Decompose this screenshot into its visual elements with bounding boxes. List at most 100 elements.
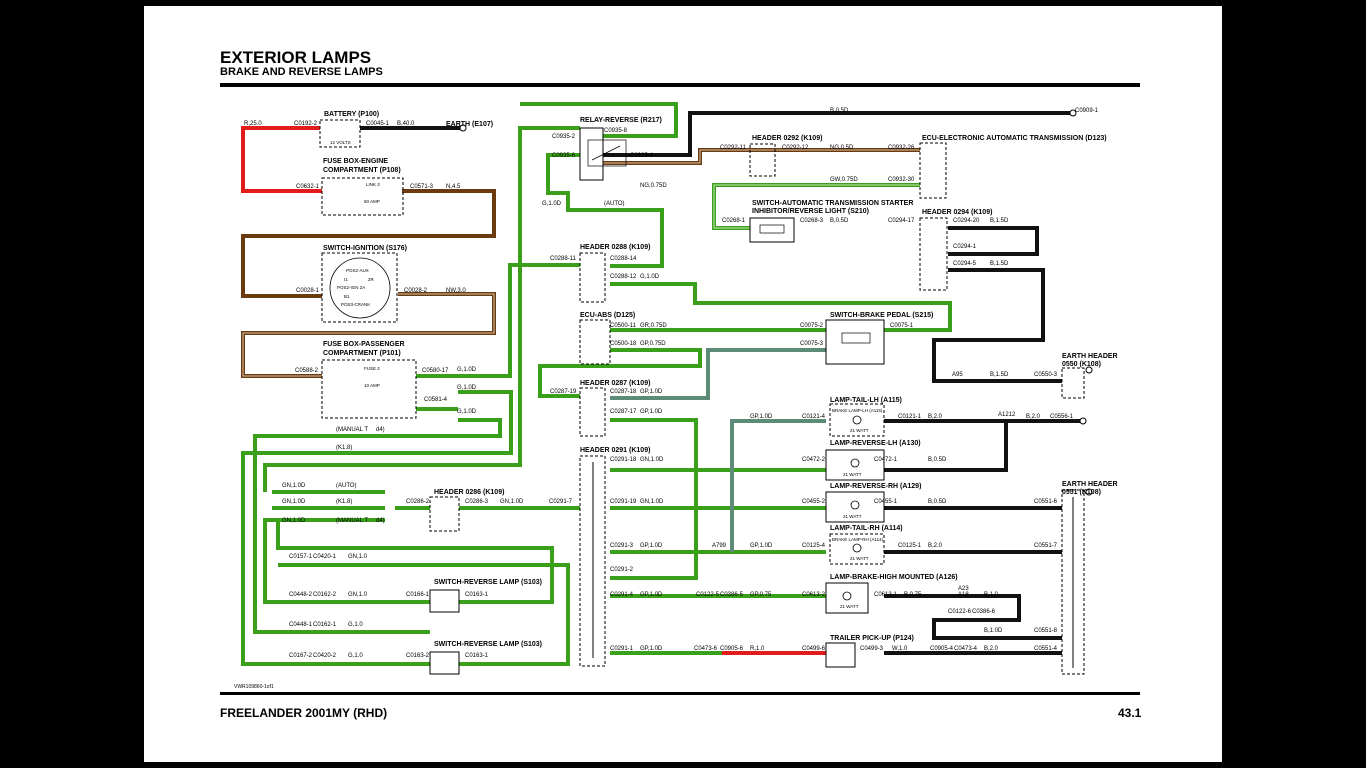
relay-coil [591,145,621,161]
page-subtitle: BRAKE AND REVERSE LAMPS [220,66,383,78]
wire-label: B,2.0 [928,543,943,549]
earth-0551-icon [1085,488,1093,496]
connector-label: C0551-6 [1034,499,1058,505]
label-earth-0550: EARTH HEADER [1062,353,1118,360]
connector-label: C0935-2 [552,134,576,140]
connector-label: C0294-17 [888,218,915,224]
connector-label: C0581-4 [424,397,448,403]
connector-label: C0448-2 [289,592,313,598]
connector-label: C0455-2 [802,499,826,505]
ecu-tcu-box [919,142,947,199]
wire-green-gw-stripe [713,184,920,229]
wire-label: GN,1.0D [282,518,306,524]
label-relay-reverse: RELAY-REVERSE (R217) [580,117,662,124]
label-fusebox-pass: FUSE BOX-PASSENGER [323,341,405,348]
connector-label: C0294-1 [953,244,977,250]
connector-label: C0028-2 [404,288,428,294]
connector-label: C0163-1 [465,653,489,659]
wire-label: GP,1.0D [750,414,773,420]
connector-label: C0588-2 [295,368,319,374]
label-switch-reverse-2: SWITCH-REVERSE LAMP (S103) [434,641,542,648]
connector-label: C0571-3 [410,184,434,190]
connector-label: C0500-11 [610,323,637,329]
inhibitor-switch-box [749,217,795,243]
wire-label: d4) [376,518,385,524]
connector-label: C0162-1 [313,622,337,628]
connector-label: C0499-3 [860,646,884,652]
wire-green-manual-b [263,518,430,604]
connector-label: C0075-3 [800,341,824,347]
wire-label: B,0.75 [904,592,922,598]
wire-label: G,1.0 [348,622,363,628]
connector-label: C0291-7 [549,499,573,505]
wire-label: G,1.0 [348,653,363,659]
relay-inner [587,139,627,167]
label-lamp-brake-hm: LAMP-BRAKE-HIGH MOUNTED (A126) [830,574,958,581]
wire-green-relay-in [263,126,580,492]
connector-label: C0268-1 [722,218,746,224]
wire-label: B,1.0 [984,592,999,598]
wire-label: R,25.0 [244,121,262,127]
wire-label: NW,3.0 [446,288,466,294]
lamp-tail-rh-box [829,533,885,565]
ignition-dial [329,257,391,319]
earth-0909-icon [1069,109,1077,117]
label-battery: BATTERY (P100) [324,111,379,118]
wire-label: A23 [958,586,969,592]
earth-e107-icon [459,124,467,132]
connector-label: C0125-4 [802,543,826,549]
label-battery-volts: 12 VOLTS [330,140,351,145]
connector-label: C0291-2 [610,567,634,573]
connector-label: C0028-1 [296,288,320,294]
wire-label: B,2.0 [984,646,999,652]
wire-black-relay [603,111,1070,157]
wire-black-brake-hm [884,594,1062,640]
wire-green-relay-loop [520,102,678,138]
connector-label: C0121-1 [898,414,922,420]
wire-label: d4) [376,427,385,433]
wire-label: GP,1.0D [640,543,663,549]
connector-label: C0472-1 [874,457,898,463]
lamp-reverse-rh-bulb [850,500,860,510]
label-link3: LINK 3 [366,182,380,187]
connector-label: C0291-4 [610,592,634,598]
wire-label: W,1.0 [892,646,908,652]
wire-green-main [416,263,580,378]
footer-model: FREELANDER 2001MY (RHD) [220,706,388,720]
label-earth-0551: EARTH HEADER [1062,481,1118,488]
lamp-reverse-lh-bulb [850,458,860,468]
connector-label: C0420-2 [313,653,337,659]
label-ign-2r: 2R [368,277,375,282]
wire-label: B,0.5D [928,457,947,463]
wire-label: GP,0.75 [750,592,772,598]
connector-label: C0288-14 [610,256,637,262]
ignition-box [321,252,398,323]
connector-label: C0163-1 [465,592,489,598]
wire-black-0294-5 [932,268,1062,383]
wire-label: B,1.5D [990,372,1009,378]
wire-label: B,40.0 [397,121,415,127]
top-rule [220,83,1140,87]
label-lamp-reverse-rh: LAMP-REVERSE-RH (A129) [830,483,921,490]
connector-label: C0167-2 [289,653,313,659]
connector-label: C0556-1 [1050,414,1074,420]
lamp-tail-lh-box [829,403,885,437]
switch-reverse-1-box [429,589,460,613]
connector-label: C0287-17 [610,409,637,415]
page-title: EXTERIOR LAMPS [220,48,372,67]
header-0292-box [749,143,776,177]
wire-label: B,0.5D [830,218,849,224]
connector-label: C0473-4 [954,646,978,652]
wire-label: NG,0.75D [640,183,667,189]
wire-label: GP,1.0D [640,409,663,415]
wire-label: GN,1.0D [500,499,524,505]
wire-label: GN,1.0D [282,483,306,489]
ecu-abs-box [579,319,611,365]
wire-green-0448 [276,520,554,604]
label-watt-1: 21 WATT [850,428,869,433]
connector-label: C0455-1 [874,499,898,505]
earth-0550-icon [1085,366,1093,374]
wire-label: A1212 [998,412,1016,418]
label-watt-4: 21 WATT [850,556,869,561]
